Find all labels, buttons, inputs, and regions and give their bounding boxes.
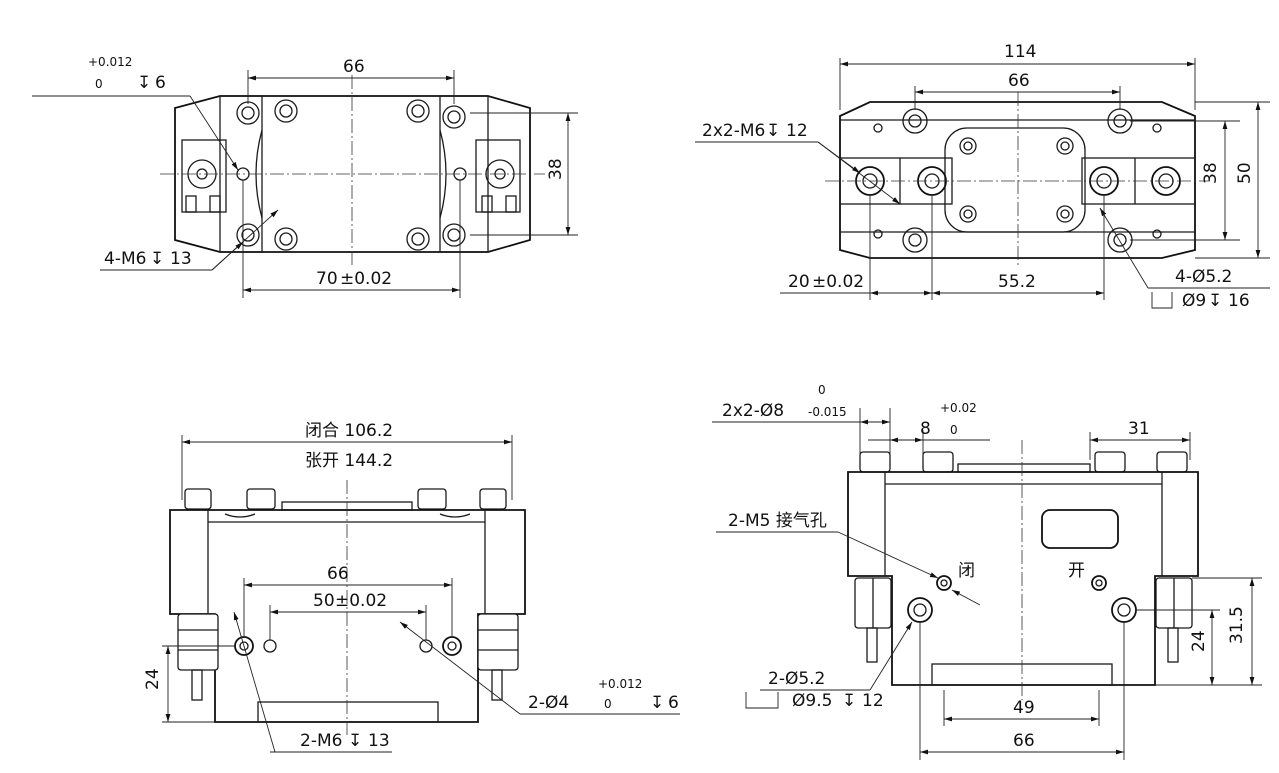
cbore-tr: Ø9 — [1182, 291, 1206, 311]
view-top-left: 66 38 70 ±0.02 +0.012 0 ↧ 6 4-M6 ↧ 13 — [32, 55, 578, 298]
thread-depth-bl: 13 — [368, 731, 390, 751]
dim-24-bl: 24 — [143, 668, 163, 690]
pin-tol-upper-bl: +0.012 — [598, 677, 642, 691]
depth-symbol-br: ↧ — [842, 691, 856, 711]
dim-8-tol-lower-br: 0 — [950, 423, 958, 437]
dim-66-tl: 66 — [343, 57, 365, 77]
pin-tol-lower-br: -0.015 — [808, 405, 847, 419]
close-mark-br: 闭 — [958, 561, 975, 581]
cbore-depth-tr: 16 — [1228, 291, 1250, 311]
depth-symbol-tr1: ↧ — [766, 121, 780, 141]
dim-70-tl: 70 — [316, 269, 338, 289]
air-port-br: 2-M5 接气孔 — [728, 511, 827, 531]
pin-tol-upper-br: 0 — [818, 383, 826, 397]
dim-20-tr: 20 — [788, 272, 810, 292]
open-dim-bl: 张开 144.2 — [305, 451, 393, 471]
view-top-right: 114 66 38 50 20 ±0.02 55.2 2x2-M6 ↧ 12 — [695, 42, 1270, 311]
pin-depth-tl: 6 — [155, 73, 166, 93]
pin-depth-bl: 6 — [668, 693, 679, 713]
dim-38-tl: 38 — [546, 158, 566, 180]
dim-50-tol-bl: ±0.02 — [335, 591, 387, 611]
view-bottom-left: 闭合 106.2 张开 144.2 66 50 ±0.02 24 2-Ø4 +0… — [143, 421, 680, 753]
thread-depth-tl: 13 — [170, 249, 192, 269]
depth-symbol-bl1: ↧ — [650, 693, 664, 713]
cbore-depth-br: 12 — [862, 691, 884, 711]
depth-symbol-bl2: ↧ — [348, 731, 362, 751]
hole-tr: 4-Ø5.2 — [1175, 267, 1232, 287]
holes-top-left — [236, 99, 467, 251]
cbore-br: Ø9.5 — [792, 691, 832, 711]
depth-symbol-tl1: ↧ — [137, 73, 151, 93]
dim-50-bl: 50 — [313, 591, 335, 611]
thread-tr: 2x2-M6 — [702, 121, 765, 141]
dim-66-br: 66 — [1013, 731, 1035, 751]
dim-31-br: 31 — [1128, 419, 1150, 439]
thread-tl: 4-M6 — [104, 249, 146, 269]
dim-114-tr: 114 — [1004, 42, 1036, 62]
dim-66-bl: 66 — [327, 564, 349, 584]
dim-20-tol-tr: ±0.02 — [812, 272, 864, 292]
dim-50-tr: 50 — [1235, 162, 1255, 184]
thread-depth-tr: 12 — [786, 121, 808, 141]
thread-bl: 2-M6 — [300, 731, 342, 751]
dim-8-br: 8 — [920, 419, 931, 439]
pin-bl: 2-Ø4 — [528, 693, 569, 713]
pin-tol-lower-bl: 0 — [604, 697, 612, 711]
depth-symbol-tl2: ↧ — [150, 249, 164, 269]
dim-55-tr: 55.2 — [998, 272, 1036, 292]
dim-70-tol-tl: ±0.02 — [340, 269, 392, 289]
dim-24-br: 24 — [1189, 630, 1209, 652]
closed-dim-bl: 闭合 106.2 — [305, 421, 393, 441]
dim-49-br: 49 — [1013, 698, 1035, 718]
dim-8-tol-upper-br: +0.02 — [940, 401, 977, 415]
dim-31-5-br: 31.5 — [1227, 606, 1247, 644]
view-bottom-right: 闭 开 2x2-Ø8 0 -0.015 8 +0.02 0 31 2-M5 接气… — [712, 383, 1262, 760]
hole-br: 2-Ø5.2 — [768, 669, 825, 689]
dim-38-tr: 38 — [1201, 162, 1221, 184]
pin-tol-lower-tl: 0 — [95, 77, 103, 91]
depth-symbol-tr2: ↧ — [1208, 291, 1222, 311]
pin-tol-upper-tl: +0.012 — [88, 55, 132, 69]
pin-br: 2x2-Ø8 — [722, 401, 784, 421]
open-mark-br: 开 — [1068, 561, 1085, 581]
dim-66-tr: 66 — [1008, 71, 1030, 91]
